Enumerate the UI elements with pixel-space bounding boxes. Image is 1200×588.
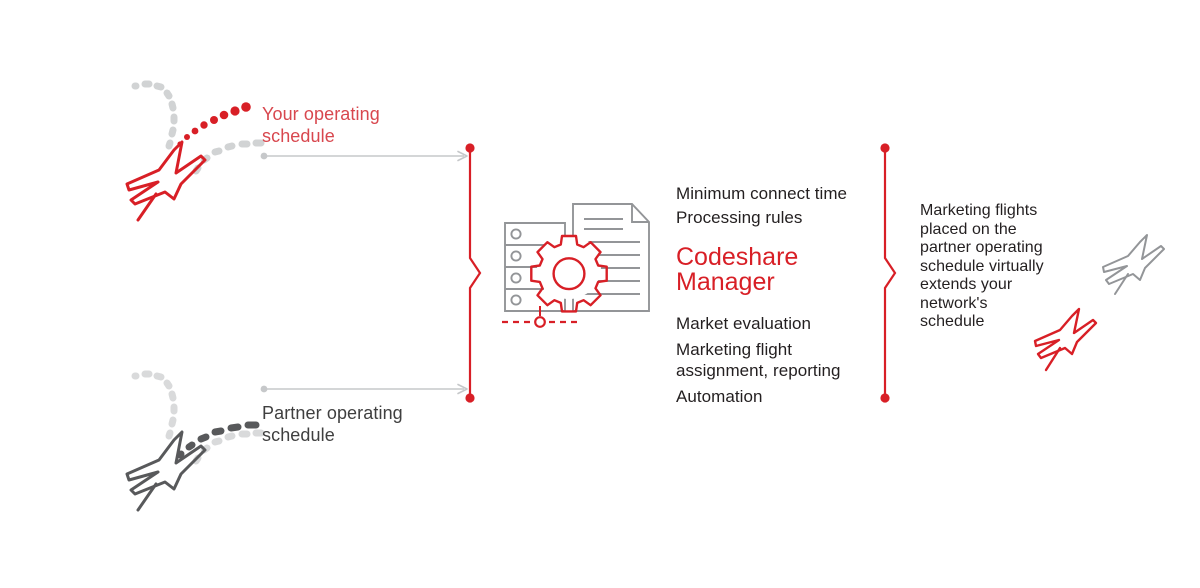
feature-item: Market evaluation [676, 314, 812, 333]
partner-schedule-plane-group [118, 362, 268, 512]
red-dotted-trail-icon [177, 102, 251, 147]
feature-item: Marketing flight assignment, reporting [676, 340, 841, 380]
partner-schedule-connector [258, 381, 474, 397]
output-description: Marketing flights placed on the partner … [920, 202, 1044, 330]
codeshare-manager-title: Codeshare Manager [676, 243, 799, 296]
gear-icon [530, 234, 608, 313]
operating-schedule-connector [258, 148, 474, 164]
features-top-list: Minimum connect time Processing rules [676, 183, 847, 228]
processor-dashed-connector [500, 306, 592, 330]
left-bracket [460, 140, 484, 406]
feature-item: Minimum connect time [676, 184, 848, 203]
bracket-chevron-icon [880, 143, 897, 403]
operating-schedule-plane-group [118, 72, 268, 222]
dashed-connector-icon [502, 306, 580, 328]
airplane-icon [1033, 307, 1098, 372]
feature-item: Processing rules [676, 208, 803, 227]
airplane-icon [125, 80, 265, 222]
dotted-trail-icon [131, 80, 178, 150]
airplane-icon [1102, 234, 1165, 295]
arrow-connector-icon [260, 383, 468, 395]
dotted-trail-icon [192, 139, 265, 175]
right-bracket [878, 140, 902, 406]
airplane-icon [125, 370, 265, 512]
operating-schedule-label: Your operating schedule [262, 104, 380, 146]
features-bottom-list: Market evaluation Marketing flight assig… [676, 313, 841, 407]
dark-dotted-trail-icon [176, 421, 260, 459]
bracket-chevron-icon [465, 143, 482, 403]
arrow-connector-icon [260, 150, 468, 162]
feature-item: Automation [676, 387, 763, 406]
partner-schedule-label: Partner operating schedule [262, 403, 403, 445]
dotted-trail-icon [131, 370, 178, 440]
codeshare-processor-icon-group [497, 192, 662, 332]
